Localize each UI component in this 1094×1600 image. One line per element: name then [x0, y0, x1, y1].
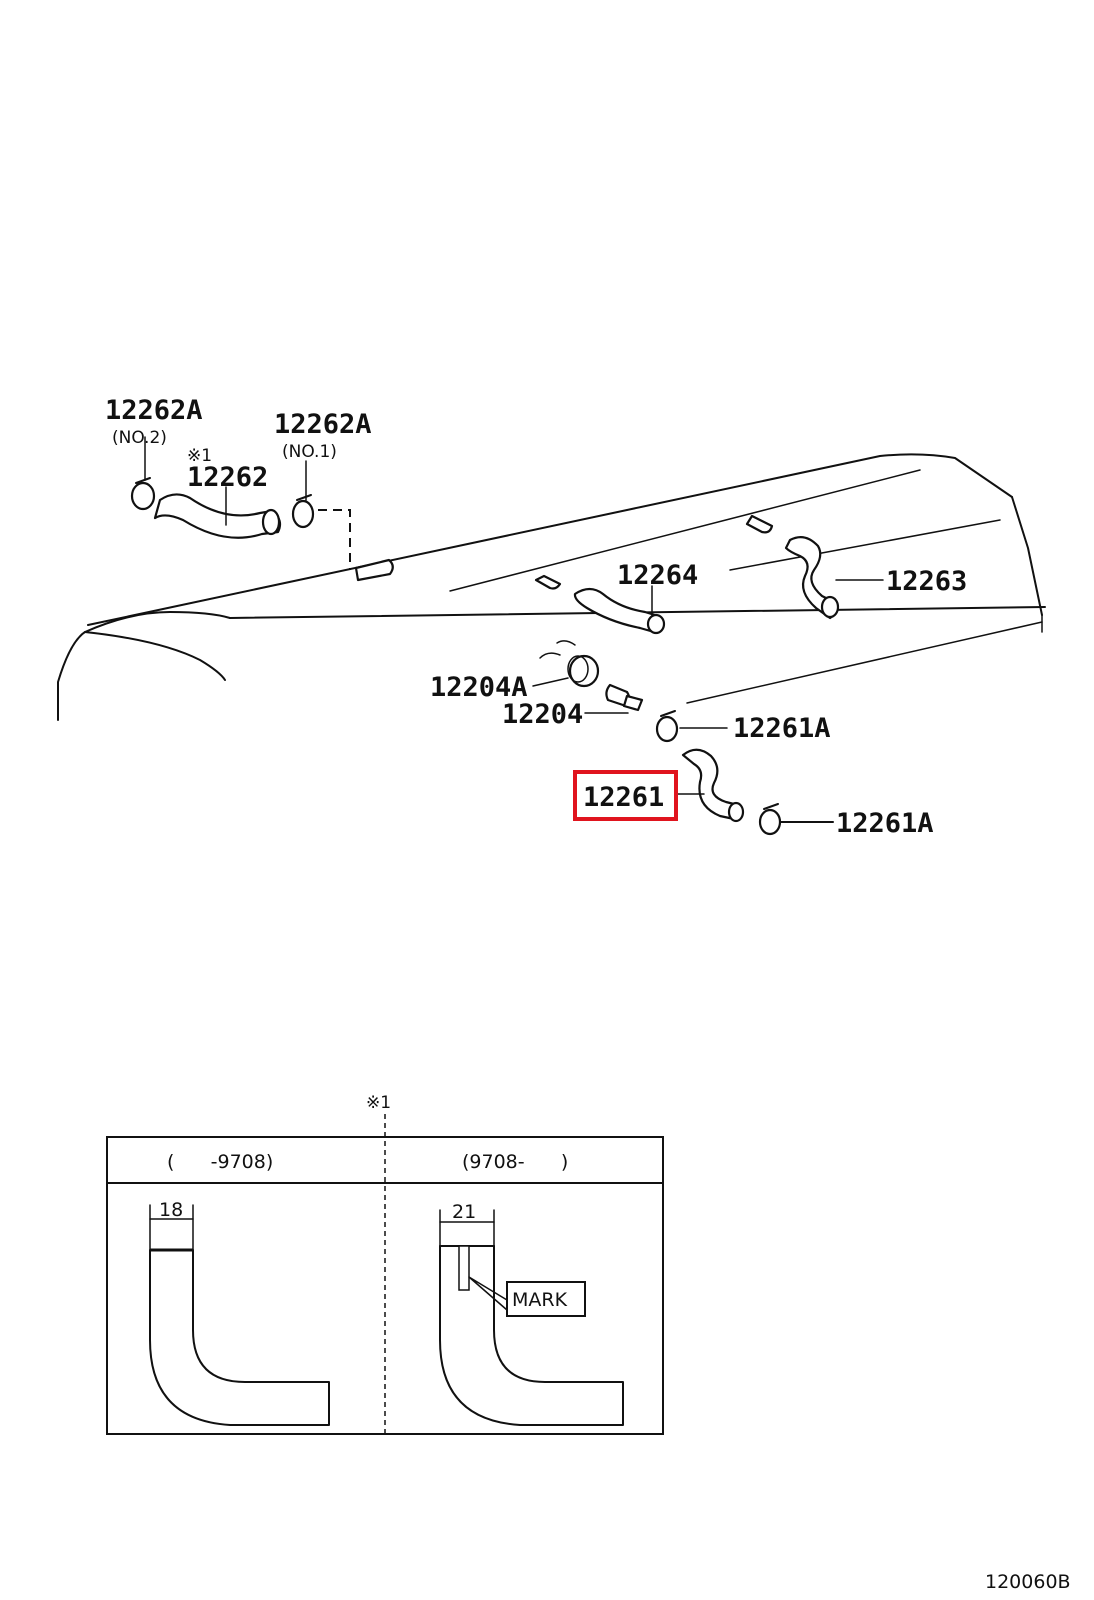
- pcv-valve-12204: [605, 683, 644, 712]
- detail-note-mark: ※1: [366, 1093, 391, 1113]
- label-12264: 12264: [617, 560, 698, 591]
- highlight-box-12261: [573, 770, 678, 821]
- dim-left: 18: [159, 1199, 183, 1221]
- clamp-12262A-no1: [291, 494, 315, 529]
- clamp-12261A-lower: [758, 803, 782, 836]
- elbow-hose-left: 18: [149, 1199, 330, 1426]
- grommet-12204A: [539, 640, 600, 688]
- label-12262: 12262: [187, 462, 268, 493]
- label-12204: 12204: [502, 699, 583, 730]
- detail-table: ※1 ( -9708) (9708- ) 18 MARK 21: [106, 1093, 664, 1435]
- label-12261: 12261: [583, 782, 664, 813]
- note-mark-top: ※1: [187, 446, 212, 466]
- label-12204A: 12204A: [430, 672, 528, 703]
- detail-left-header: ( -9708): [167, 1151, 273, 1173]
- hose-12264: [534, 574, 666, 635]
- mark-label: MARK: [512, 1289, 568, 1311]
- figure-id: 120060B: [985, 1571, 1071, 1593]
- clamp-12262A-no2: [130, 477, 156, 511]
- hose-12261: [681, 748, 745, 823]
- label-12263: 12263: [886, 566, 967, 597]
- cover-pipe-left: [354, 558, 394, 582]
- label-no1: (NO.1): [282, 442, 337, 462]
- dashed-leader-no1: [318, 509, 351, 570]
- label-12261A-lower: 12261A: [836, 808, 934, 839]
- hose-12262: [153, 493, 282, 539]
- label-12262A-no2: 12262A: [105, 395, 203, 426]
- elbow-hose-right: MARK 21: [439, 1201, 624, 1426]
- detail-right-header: (9708- ): [462, 1151, 568, 1173]
- label-no2: (NO.2): [112, 428, 167, 448]
- dim-right: 21: [452, 1201, 476, 1223]
- clamp-12261A-upper: [655, 710, 679, 743]
- hose-12263: [745, 514, 840, 620]
- leader-lines: [144, 436, 884, 823]
- label-12262A-no1: 12262A: [274, 409, 372, 440]
- label-12261A-upper: 12261A: [733, 713, 831, 744]
